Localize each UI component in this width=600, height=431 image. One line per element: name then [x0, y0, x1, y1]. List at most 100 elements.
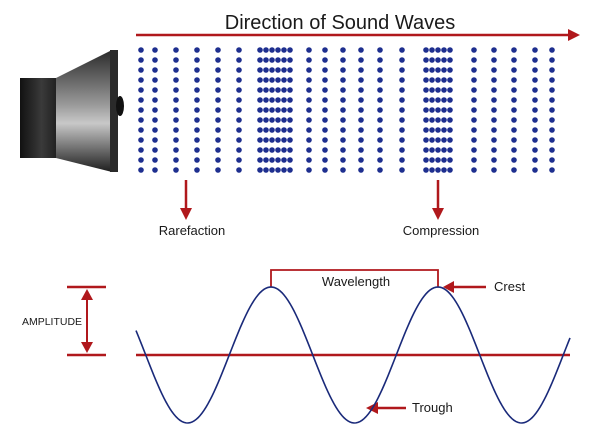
air-particle	[152, 157, 158, 163]
air-particle	[173, 77, 179, 83]
air-particle	[287, 107, 293, 113]
trough-label: Trough	[412, 400, 453, 415]
air-particle	[281, 57, 287, 63]
air-particle	[173, 107, 179, 113]
air-particle	[447, 57, 453, 63]
air-particle	[236, 47, 242, 53]
air-particle	[491, 147, 497, 153]
air-particle	[306, 57, 312, 63]
air-particle	[429, 167, 435, 173]
air-particle	[257, 137, 263, 143]
air-particle	[287, 137, 293, 143]
air-particle	[340, 137, 346, 143]
air-particle	[275, 77, 281, 83]
air-particle	[358, 107, 364, 113]
air-particle	[358, 67, 364, 73]
air-particle	[257, 117, 263, 123]
air-particle	[322, 107, 328, 113]
air-particle	[138, 107, 144, 113]
air-particle	[257, 107, 263, 113]
air-particle	[215, 67, 221, 73]
diagram-title: Direction of Sound Waves	[225, 12, 455, 34]
air-particle	[263, 117, 269, 123]
air-particle	[549, 157, 555, 163]
air-particle	[322, 77, 328, 83]
speaker-icon	[20, 50, 124, 172]
amplitude-arrowhead-down	[81, 342, 93, 353]
air-particle	[377, 117, 383, 123]
air-particle	[441, 67, 447, 73]
air-particle	[269, 117, 275, 123]
air-particle	[236, 117, 242, 123]
air-particle	[236, 77, 242, 83]
air-particle	[194, 117, 200, 123]
air-particle	[322, 97, 328, 103]
air-particle	[152, 47, 158, 53]
air-particle	[511, 47, 517, 53]
air-particle	[435, 167, 441, 173]
air-particle	[322, 167, 328, 173]
air-particle	[236, 167, 242, 173]
air-particle	[377, 57, 383, 63]
air-particle	[287, 157, 293, 163]
air-particle	[532, 117, 538, 123]
air-particle	[215, 47, 221, 53]
air-particle	[322, 117, 328, 123]
air-particle	[471, 117, 477, 123]
air-particle	[377, 107, 383, 113]
air-particle	[441, 117, 447, 123]
air-particle	[306, 47, 312, 53]
air-particle	[263, 57, 269, 63]
air-particle	[152, 127, 158, 133]
air-particle	[215, 157, 221, 163]
air-particle	[306, 107, 312, 113]
air-particle	[549, 57, 555, 63]
air-particle	[269, 47, 275, 53]
air-particle	[194, 137, 200, 143]
air-particle	[194, 147, 200, 153]
air-particle	[281, 87, 287, 93]
air-particle	[435, 97, 441, 103]
air-particle	[275, 107, 281, 113]
air-particle	[269, 147, 275, 153]
air-particle	[435, 47, 441, 53]
air-particle	[358, 87, 364, 93]
air-particle	[511, 147, 517, 153]
air-particle	[358, 147, 364, 153]
air-particle	[263, 87, 269, 93]
air-particle	[511, 107, 517, 113]
air-particle	[491, 47, 497, 53]
air-particle	[152, 97, 158, 103]
air-particle	[152, 67, 158, 73]
air-particle	[236, 97, 242, 103]
air-particle	[340, 167, 346, 173]
air-particle	[306, 97, 312, 103]
air-particle	[263, 47, 269, 53]
air-particle	[281, 97, 287, 103]
air-particle	[194, 167, 200, 173]
air-particle	[491, 127, 497, 133]
air-particle	[236, 67, 242, 73]
air-particle	[215, 167, 221, 173]
air-particle	[532, 67, 538, 73]
air-particle	[511, 137, 517, 143]
air-particle	[152, 107, 158, 113]
air-particle	[306, 87, 312, 93]
air-particle	[215, 57, 221, 63]
air-particle	[263, 77, 269, 83]
air-particle	[399, 97, 405, 103]
air-particle	[532, 57, 538, 63]
air-particle	[257, 167, 263, 173]
air-particle	[399, 87, 405, 93]
air-particle	[471, 127, 477, 133]
air-particle	[306, 167, 312, 173]
air-particle	[340, 57, 346, 63]
air-particle	[358, 127, 364, 133]
air-particle	[138, 137, 144, 143]
air-particle	[306, 137, 312, 143]
air-particle	[257, 127, 263, 133]
air-particle	[435, 77, 441, 83]
air-particle	[491, 67, 497, 73]
air-particle	[491, 87, 497, 93]
